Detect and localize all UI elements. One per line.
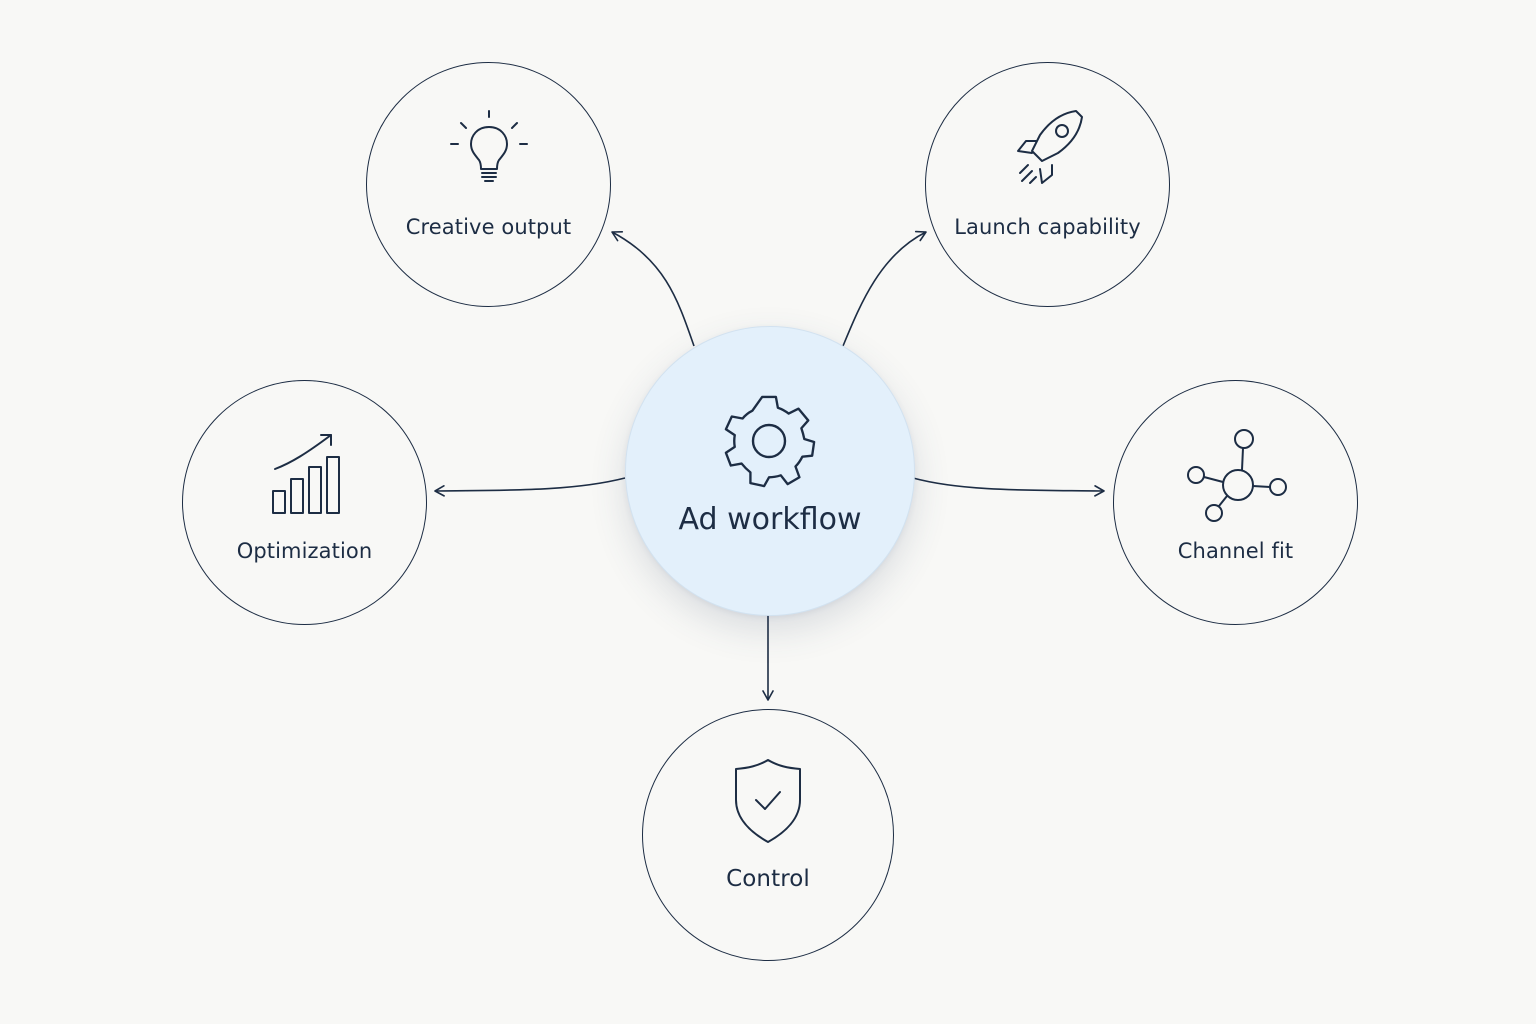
hub-ad-workflow: Ad workflow xyxy=(625,326,915,616)
rocket-icon xyxy=(1006,107,1090,191)
gear-icon xyxy=(722,395,818,491)
bar-chart-trend-icon xyxy=(263,427,347,519)
network-hub-icon xyxy=(1182,425,1290,525)
node-label: Optimization xyxy=(236,539,373,563)
node-control: Control xyxy=(642,709,894,961)
node-creative-output: Creative output xyxy=(366,62,611,307)
arrow-to-creative-output xyxy=(611,230,695,347)
node-launch-capability: Launch capability xyxy=(925,62,1170,307)
node-optimization: Optimization xyxy=(182,380,427,625)
hub-label: Ad workflow xyxy=(678,502,862,537)
node-label: Channel fit xyxy=(1177,539,1294,563)
arrow-to-launch-capability xyxy=(842,230,927,347)
shield-check-icon xyxy=(732,756,804,846)
arrow-to-optimization xyxy=(434,477,626,497)
node-channel-fit: Channel fit xyxy=(1113,380,1358,625)
lightbulb-icon xyxy=(447,107,531,191)
node-label: Launch capability xyxy=(954,215,1141,239)
node-label: Creative output xyxy=(405,215,572,239)
arrow-to-channel-fit xyxy=(912,477,1105,497)
node-label: Control xyxy=(726,866,810,892)
